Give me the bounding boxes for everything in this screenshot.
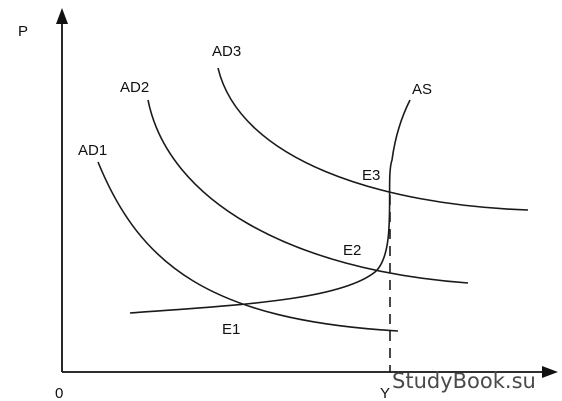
ad1-curve bbox=[97, 161, 399, 332]
e2-label: E2 bbox=[343, 242, 361, 259]
e1-label: E1 bbox=[222, 321, 240, 338]
as-curve bbox=[129, 99, 411, 314]
y-axis-label: P bbox=[18, 23, 28, 40]
ad3-curve bbox=[217, 67, 529, 211]
ad2-curve bbox=[147, 99, 469, 284]
y-axis-arrow bbox=[56, 8, 68, 24]
ad3-label: AD3 bbox=[212, 43, 241, 60]
ad2-label: AD2 bbox=[120, 79, 149, 96]
as-label: AS bbox=[412, 81, 432, 98]
x-axis-label: Y bbox=[380, 385, 390, 401]
e3-label: E3 bbox=[362, 167, 380, 184]
watermark-text: StudyBook.su bbox=[392, 369, 536, 393]
ad1-label: AD1 bbox=[78, 142, 107, 159]
origin-label: 0 bbox=[55, 385, 63, 401]
x-axis-arrow bbox=[542, 366, 558, 378]
